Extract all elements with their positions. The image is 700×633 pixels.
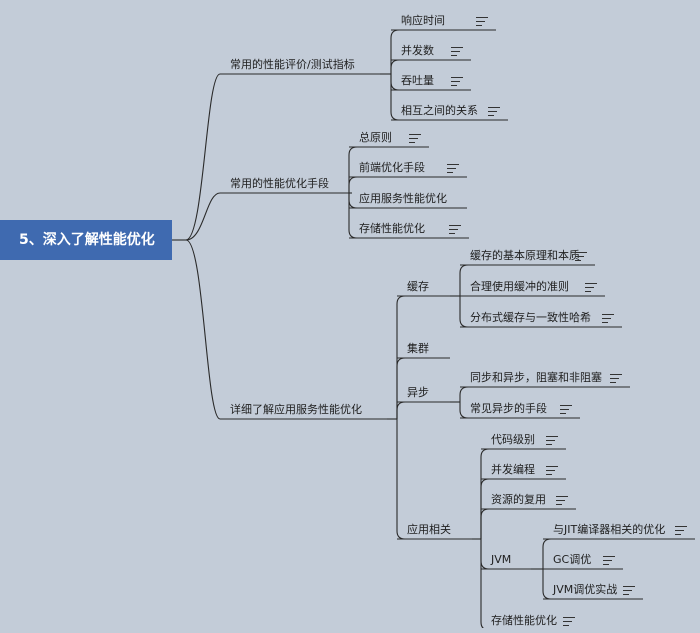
topic-app-service-optimization[interactable]: 应用服务性能优化 (359, 191, 467, 211)
topic-app-service-detail[interactable]: 详细了解应用服务性能优化 (230, 402, 387, 422)
topic-label[interactable]: 应用服务性能优化 (359, 192, 447, 205)
topic-frontend-optimization[interactable]: 前端优化手段 (359, 160, 467, 180)
connector-cache-cache-principle (459, 264, 469, 296)
topic-label[interactable]: 代码级别 (491, 433, 535, 446)
topic-cache-rules[interactable]: 合理使用缓冲的准则 (470, 279, 605, 299)
topic-general-principles[interactable]: 总原则 (359, 130, 429, 150)
notes-icon[interactable] (488, 107, 500, 116)
topic-label[interactable]: 相互之间的关系 (401, 104, 478, 117)
connector-root-app-service-detail (185, 239, 221, 420)
topic-label[interactable]: 常用的性能优化手段 (230, 177, 329, 190)
connector-async-sync-async (459, 386, 469, 402)
topic-async[interactable]: 异步 (407, 385, 450, 405)
notes-icon[interactable] (575, 252, 587, 261)
connector-app-related-storage-optimization-2 (480, 539, 490, 631)
connector-perf-metrics-relationship (390, 74, 400, 121)
topic-label[interactable]: 存储性能优化 (491, 614, 557, 627)
topic-throughput[interactable]: 吞吐量 (401, 73, 471, 93)
root-topic[interactable]: 5、深入了解性能优化 (0, 220, 172, 260)
topic-label[interactable]: 详细了解应用服务性能优化 (230, 403, 362, 416)
notes-icon[interactable] (556, 496, 568, 505)
connector-root-perf-means (185, 192, 221, 241)
topic-label[interactable]: 与JIT编译器相关的优化 (553, 523, 666, 536)
connector-perf-metrics-throughput (390, 74, 400, 91)
connector-app-service-detail-cluster (396, 357, 406, 419)
topic-label[interactable]: 响应时间 (401, 14, 445, 27)
connector-jvm-jit-optimization (542, 538, 552, 569)
notes-icon[interactable] (610, 374, 622, 383)
notes-icon[interactable] (409, 134, 421, 143)
topic-jvm[interactable]: JVM (491, 552, 531, 572)
topic-label[interactable]: 分布式缓存与一致性哈希 (470, 311, 591, 324)
connector-perf-metrics-concurrency (390, 59, 400, 74)
connector-root-perf-metrics (185, 73, 221, 241)
topic-jvm-tuning-practice[interactable]: JVM调优实战 (553, 582, 643, 602)
connector-jvm-jvm-tuning-practice (542, 569, 552, 600)
topic-async-means[interactable]: 常见异步的手段 (470, 401, 580, 421)
topic-cache[interactable]: 缓存 (407, 279, 450, 299)
topic-label[interactable]: 异步 (407, 386, 429, 399)
topic-storage-optimization[interactable]: 存储性能优化 (359, 221, 469, 241)
notes-icon[interactable] (603, 556, 615, 565)
topic-label[interactable]: GC调优 (553, 553, 592, 566)
connector-cache-distributed-cache (459, 296, 469, 328)
topic-label[interactable]: 应用相关 (407, 523, 451, 536)
topic-perf-metrics[interactable]: 常用的性能评价/测试指标 (230, 57, 380, 77)
topic-sync-async[interactable]: 同步和异步，阻塞和非阻塞 (470, 370, 630, 390)
connector-app-related-jvm (480, 539, 490, 570)
topic-relationship[interactable]: 相互之间的关系 (401, 103, 508, 123)
topic-label[interactable]: 缓存的基本原理和本质 (470, 249, 580, 262)
connector-perf-means-storage-optimization (348, 193, 358, 239)
connector-app-related-resource-reuse (480, 508, 490, 539)
topic-label[interactable]: 前端优化手段 (359, 161, 425, 174)
topic-cluster[interactable]: 集群 (407, 341, 450, 361)
topic-distributed-cache[interactable]: 分布式缓存与一致性哈希 (470, 310, 622, 330)
notes-icon[interactable] (675, 526, 687, 535)
topic-label[interactable]: 资源的复用 (491, 493, 546, 506)
topic-storage-optimization-2[interactable]: 存储性能优化 (491, 613, 583, 633)
topic-label[interactable]: JVM (491, 553, 512, 566)
connector-app-service-detail-app-related (396, 419, 406, 540)
topic-label[interactable]: 总原则 (359, 131, 392, 144)
notes-icon[interactable] (447, 164, 459, 173)
topic-resource-reuse[interactable]: 资源的复用 (491, 492, 576, 512)
connector-async-async-means (459, 402, 469, 419)
connector-app-related-code-level (480, 448, 490, 539)
topic-label[interactable]: 合理使用缓冲的准则 (470, 280, 569, 293)
notes-icon[interactable] (585, 283, 597, 292)
notes-icon[interactable] (449, 225, 461, 234)
notes-icon[interactable] (451, 77, 463, 86)
topic-concurrent-programming[interactable]: 并发编程 (491, 462, 566, 482)
connector-perf-metrics-response-time (390, 29, 400, 74)
topic-label[interactable]: 常用的性能评价/测试指标 (230, 58, 355, 71)
notes-icon[interactable] (476, 17, 488, 26)
notes-icon[interactable] (602, 314, 614, 323)
notes-icon[interactable] (560, 405, 572, 414)
topic-jit-optimization[interactable]: 与JIT编译器相关的优化 (553, 522, 695, 542)
topic-label[interactable]: 存储性能优化 (359, 222, 425, 235)
notes-icon[interactable] (451, 47, 463, 56)
topic-cache-principle[interactable]: 缓存的基本原理和本质 (470, 248, 595, 268)
notes-icon[interactable] (563, 617, 575, 626)
topic-label[interactable]: 吞吐量 (401, 74, 434, 87)
topic-response-time[interactable]: 响应时间 (401, 13, 496, 33)
topic-label[interactable]: 集群 (407, 342, 429, 355)
topic-app-related[interactable]: 应用相关 (407, 522, 472, 542)
topic-perf-means[interactable]: 常用的性能优化手段 (230, 176, 352, 196)
topic-concurrency[interactable]: 并发数 (401, 43, 471, 63)
notes-icon[interactable] (623, 586, 635, 595)
topic-label[interactable]: 缓存 (407, 280, 429, 293)
topic-label[interactable]: 并发编程 (491, 463, 535, 476)
connector-app-service-detail-async (396, 401, 406, 419)
topic-code-level[interactable]: 代码级别 (491, 432, 566, 452)
topic-label[interactable]: JVM调优实战 (553, 583, 618, 596)
topic-label[interactable]: 并发数 (401, 44, 434, 57)
topic-label[interactable]: 同步和异步，阻塞和非阻塞 (470, 371, 602, 384)
topic-gc-tuning[interactable]: GC调优 (553, 552, 623, 572)
notes-icon[interactable] (546, 436, 558, 445)
notes-icon[interactable] (546, 466, 558, 475)
topic-label[interactable]: 常见异步的手段 (470, 402, 547, 415)
